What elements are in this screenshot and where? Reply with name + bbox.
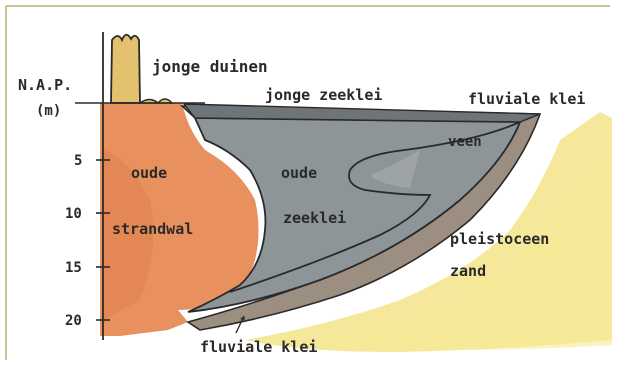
nap-label: N.A.P. bbox=[18, 76, 72, 94]
label-pleistocene-sand-2: zand bbox=[450, 262, 486, 280]
young-dunes-shape bbox=[111, 35, 140, 103]
tick-label-20: 20 bbox=[65, 313, 82, 329]
label-fluvial-clay-top: fluviale klei bbox=[468, 90, 585, 108]
label-peat: veen bbox=[448, 134, 482, 150]
label-old-sea-clay-2: zeeklei bbox=[283, 209, 346, 227]
tick-label-15: 15 bbox=[65, 260, 82, 276]
label-pleistocene-sand-1: pleistoceen bbox=[450, 230, 549, 248]
tick-label-10: 10 bbox=[65, 206, 82, 222]
label-old-sea-clay-1: oude bbox=[281, 164, 317, 182]
label-old-beach-ridge-2: strandwal bbox=[112, 220, 193, 238]
unit-label: (m) bbox=[36, 103, 61, 119]
label-young-dunes: jonge duinen bbox=[152, 57, 268, 76]
label-old-beach-ridge-1: oude bbox=[131, 164, 167, 182]
label-young-sea-clay: jonge zeeklei bbox=[265, 86, 382, 104]
label-fluvial-clay-bottom: fluviale klei bbox=[200, 338, 317, 356]
tick-label-5: 5 bbox=[74, 153, 82, 169]
